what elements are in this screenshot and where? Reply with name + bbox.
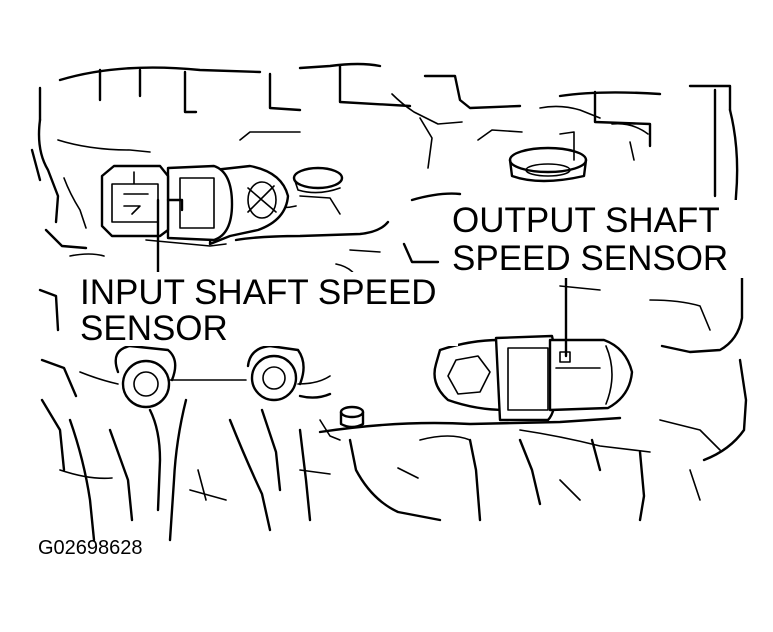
input-label-backdrop — [74, 272, 458, 346]
output-sensor-label-line2: SPEED SENSOR — [452, 239, 728, 278]
input-shaft-speed-sensor — [100, 164, 290, 247]
output-shaft-speed-sensor — [433, 334, 634, 422]
transmission-case — [30, 62, 748, 542]
figure-id: G02698628 — [38, 537, 143, 559]
output-label-backdrop — [446, 200, 746, 278]
output-sensor-label-line1: OUTPUT SHAFT — [452, 201, 720, 240]
input-sensor-label-line1: INPUT SHAFT SPEED — [80, 273, 437, 312]
input-sensor-label-line2: SENSOR — [80, 309, 228, 348]
